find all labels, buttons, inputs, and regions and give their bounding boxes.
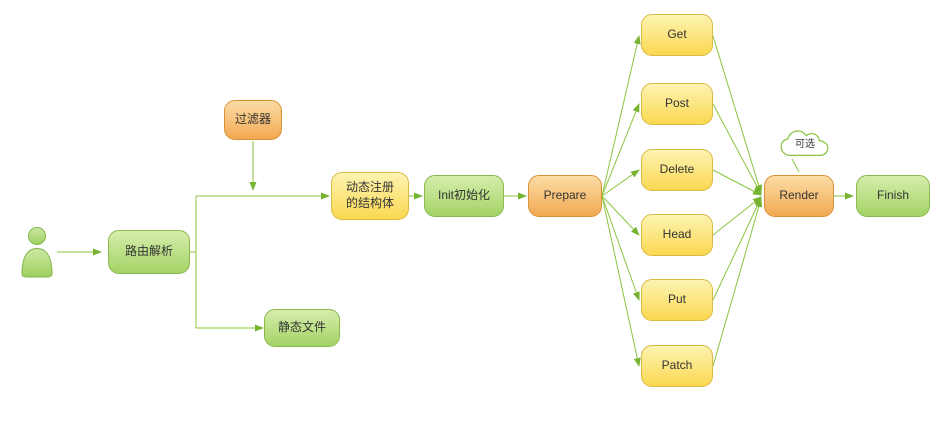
node-filter: 过滤器 [224, 100, 282, 140]
edge-prepare-to-get [601, 35, 641, 197]
edge-prepare-to-delete [601, 169, 640, 197]
edge-head-to-render [712, 196, 762, 236]
edge-prepare-to-put [601, 195, 640, 301]
edge-prepare-to-post [601, 103, 640, 197]
node-filter-label: 过滤器 [234, 112, 271, 127]
edge-get-to-render [712, 35, 763, 194]
edge-cloud-tail [791, 158, 800, 173]
edge-delete-to-render [712, 169, 762, 196]
node-static-files: 静态文件 [264, 309, 340, 347]
node-dynamic-struct: 动态注册 的结构体 [331, 172, 409, 220]
node-method-patch-label: Patch [661, 358, 693, 373]
cloud-icon [780, 130, 829, 157]
node-render-label: Render [779, 188, 819, 203]
node-route-parse-label: 路由解析 [124, 244, 173, 259]
node-dynamic-struct-label: 动态注册 的结构体 [345, 180, 394, 210]
node-method-delete: Delete [641, 149, 713, 191]
node-prepare-label: Prepare [543, 188, 587, 203]
person-icon [21, 227, 53, 278]
node-method-put-label: Put [667, 292, 686, 307]
edge-put-to-render [712, 197, 762, 301]
node-method-get: Get [641, 14, 713, 56]
node-method-post: Post [641, 83, 713, 125]
edge-prepare-to-patch [601, 195, 641, 367]
user-actor [18, 226, 56, 278]
node-method-head-label: Head [662, 227, 692, 242]
edge-prepare-to-head [601, 195, 640, 236]
node-finish: Finish [856, 175, 930, 217]
node-finish-label: Finish [876, 188, 909, 203]
node-method-patch: Patch [641, 345, 713, 387]
optional-note-label: 可选 [795, 139, 815, 150]
edge-patch-to-render [712, 198, 763, 367]
node-method-post-label: Post [664, 96, 689, 111]
node-init: Init初始化 [424, 175, 504, 217]
node-init-label: Init初始化 [437, 188, 490, 203]
optional-note-cloud: 可选 [778, 126, 832, 162]
node-route-parse: 路由解析 [108, 230, 190, 274]
node-prepare: Prepare [528, 175, 602, 217]
node-static-files-label: 静态文件 [277, 320, 326, 335]
edge-route-branch [190, 196, 197, 328]
edge-post-to-render [712, 103, 762, 195]
node-method-delete-label: Delete [659, 162, 695, 177]
node-method-head: Head [641, 214, 713, 256]
node-render: Render [764, 175, 834, 217]
node-method-put: Put [641, 279, 713, 321]
node-method-get-label: Get [667, 27, 687, 42]
